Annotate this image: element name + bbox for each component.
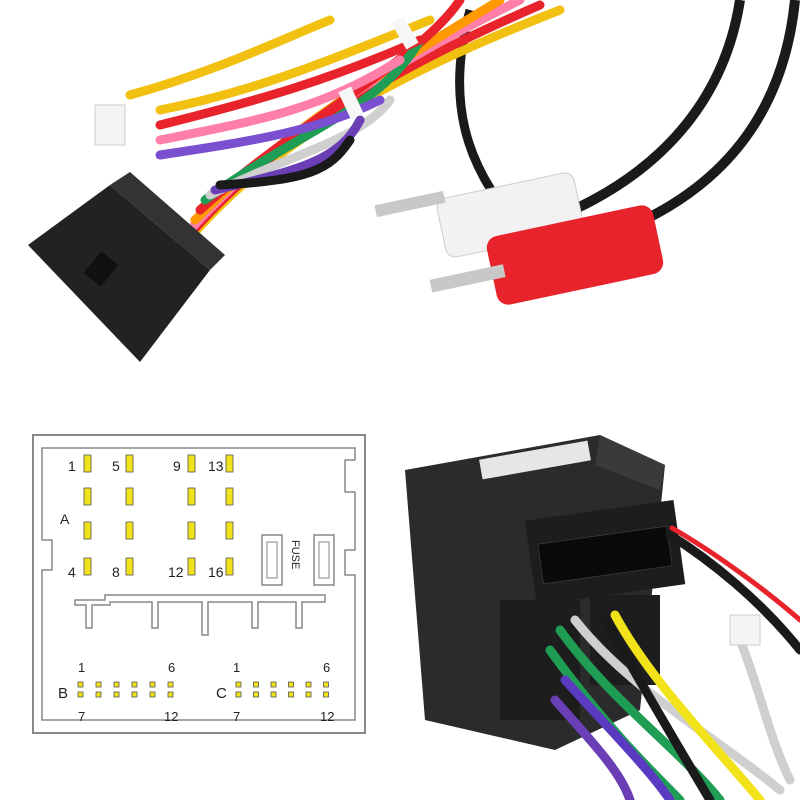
block-b-pins: [77, 681, 174, 698]
pin-pad: [187, 521, 196, 540]
pin-pad: [235, 691, 242, 698]
pin-pad: [77, 691, 84, 698]
pin-pad: [187, 487, 196, 506]
pin-pad: [149, 681, 156, 688]
pin-pad: [253, 681, 259, 688]
pin-pad: [270, 681, 277, 688]
pin-pad: [131, 681, 138, 688]
pin-pad: [323, 681, 329, 688]
pin-pad: [149, 691, 156, 698]
pin-pad: [167, 681, 174, 688]
pin-number: 16: [208, 564, 224, 580]
pin-pad: [187, 557, 196, 576]
pin-pad: [225, 454, 234, 473]
block-c-bottom-left: 7: [233, 709, 240, 724]
block-b-top-left: 1: [78, 660, 85, 675]
pin-pad: [167, 691, 174, 698]
pin-number: 12: [168, 564, 184, 580]
block-a-label: A: [60, 511, 70, 527]
pin-pad: [225, 557, 234, 576]
pin-pad: [131, 691, 138, 698]
pin-pad: [113, 681, 120, 688]
pin-pad: [305, 691, 312, 698]
block-c-top-right: 6: [323, 660, 330, 675]
pin-pad: [95, 681, 102, 688]
pin-pad: [187, 454, 196, 473]
pin-pad: [253, 691, 259, 698]
pin-pad: [125, 487, 134, 506]
pin-pad: [235, 681, 242, 688]
harness-photo: [0, 0, 800, 380]
block-b-bottom-right: 12: [164, 709, 178, 724]
pin-pad: [95, 691, 102, 698]
pin-pad: [125, 557, 134, 576]
pin-pad: [125, 521, 134, 540]
pin-pad: [225, 521, 234, 540]
pin-pad: [288, 691, 294, 698]
pin-pad: [113, 691, 120, 698]
pin-pad: [323, 691, 329, 698]
pin-number: 13: [208, 458, 224, 474]
pin-number: 1: [68, 458, 76, 474]
pin-number: 8: [112, 564, 120, 580]
block-c-bottom-right: 12: [320, 709, 334, 724]
pin-pad: [83, 521, 92, 540]
block-b-bottom-left: 7: [78, 709, 85, 724]
block-c-top-left: 1: [233, 660, 240, 675]
fuse-label: FUSE: [289, 540, 301, 569]
pin-pad: [77, 681, 84, 688]
pinout-diagram: A 1 5 9 13 4 8 12 16 FUSE 1 6 B 7 12 1 6…: [32, 434, 366, 734]
pin-pad: [270, 691, 277, 698]
pin-pad: [83, 487, 92, 506]
pin-number: 5: [112, 458, 120, 474]
pin-pad: [225, 487, 234, 506]
block-b-top-right: 6: [168, 660, 175, 675]
pin-number: 9: [173, 458, 181, 474]
block-c-pins: [235, 681, 329, 698]
keying-rib: [74, 594, 326, 636]
pin-number: 4: [68, 564, 76, 580]
pin-pad: [288, 681, 294, 688]
pin-pad: [305, 681, 312, 688]
connector-photo: [380, 420, 800, 800]
pin-pad: [83, 557, 92, 576]
connector-inner-outline: [41, 447, 356, 721]
block-a-pins: [83, 454, 234, 576]
fuse-holder: FUSE: [261, 534, 335, 586]
block-b-label: B: [58, 685, 68, 702]
pin-pad: [83, 454, 92, 473]
block-c-label: C: [216, 685, 227, 702]
pin-pad: [125, 454, 134, 473]
